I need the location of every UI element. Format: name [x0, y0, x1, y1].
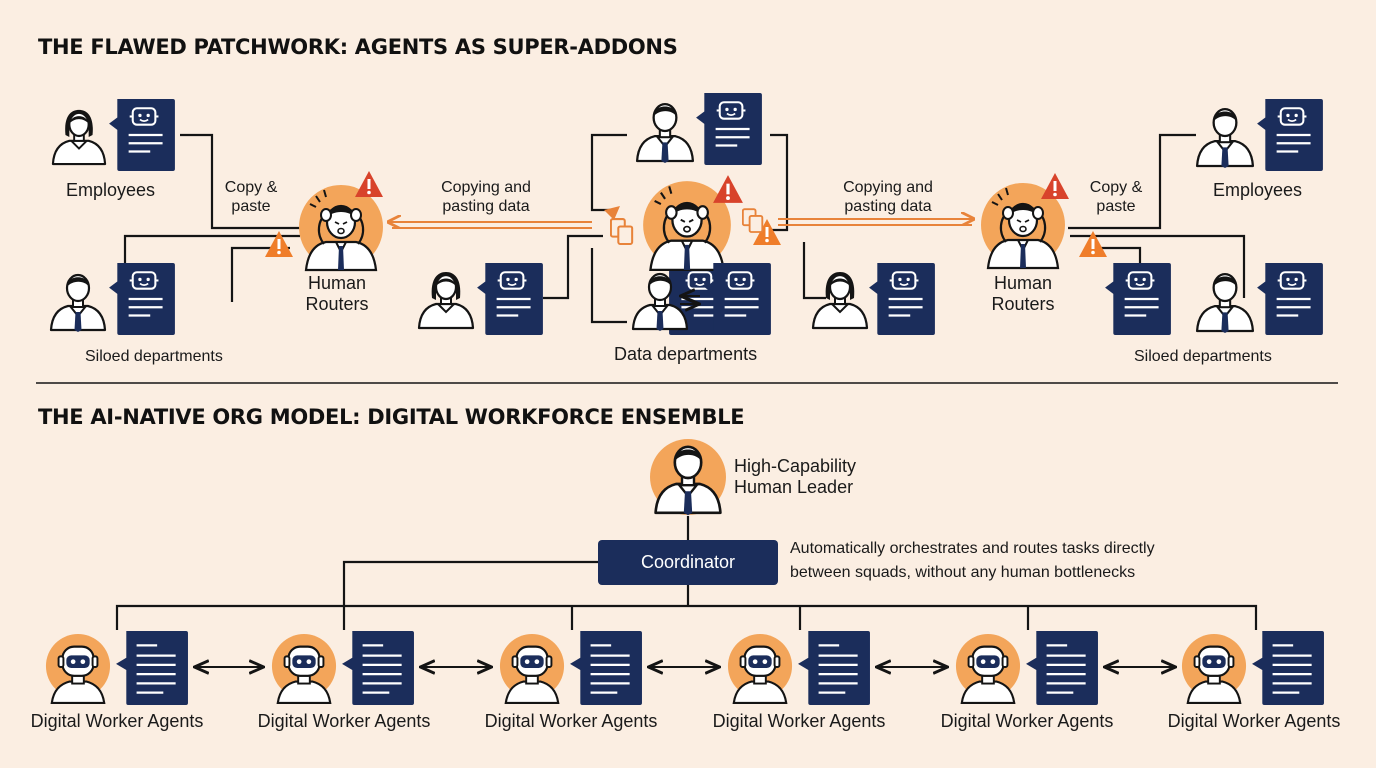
robot-agent-icon	[954, 632, 1022, 704]
robot-chat-icon	[1256, 263, 1324, 335]
agent-label: Digital Worker Agents	[257, 711, 431, 731]
warning-icon	[1041, 173, 1069, 199]
document-icon	[1252, 631, 1324, 705]
employee-person-icon	[1195, 107, 1255, 170]
robot-chat-icon	[108, 263, 176, 335]
robot-agent-icon	[270, 632, 338, 704]
stressed-router-icon	[297, 183, 385, 272]
siloed-departments-label-left: Siloed departments	[85, 348, 223, 365]
employee-person-icon	[51, 108, 107, 166]
warning-icon	[713, 175, 743, 203]
siloed-person-icon	[49, 273, 107, 334]
employees-label-left: Employees	[66, 180, 156, 200]
robot-chat-icon	[704, 263, 772, 335]
document-icon	[116, 631, 188, 705]
copy-icon	[742, 208, 764, 233]
agent-label: Digital Worker Agents	[712, 711, 886, 731]
copy-icon	[610, 218, 634, 246]
org-connectors	[115, 516, 1258, 630]
robot-agent-icon	[1180, 632, 1248, 704]
agent-label: Digital Worker Agents	[30, 711, 204, 731]
document-icon	[570, 631, 642, 705]
robot-chat-icon	[1256, 99, 1324, 171]
robot-agent-icon	[44, 632, 112, 704]
data-person-icon	[417, 270, 475, 330]
agent-label: Digital Worker Agents	[940, 711, 1114, 731]
exchange-arrows-icon	[680, 296, 700, 304]
siloed-departments-label-right: Siloed departments	[1134, 348, 1272, 365]
copy-paste-label-right: Copy &paste	[1089, 179, 1143, 215]
top-section-title: THE FLAWED PATCHWORK: AGENTS AS SUPER-AD…	[38, 35, 678, 59]
document-icon	[1026, 631, 1098, 705]
robot-chat-icon	[476, 263, 544, 335]
agent-label: Digital Worker Agents	[484, 711, 658, 731]
robot-chat-icon	[695, 93, 763, 165]
warning-icon	[355, 171, 383, 197]
coordinator-note: Automatically orchestrates and routes ta…	[790, 540, 1155, 581]
data-person-icon	[811, 270, 869, 330]
robot-chat-icon	[108, 99, 176, 171]
employees-label-right: Employees	[1213, 180, 1303, 200]
copy-paste-label-left: Copy &paste	[224, 179, 278, 215]
robot-chat-icon	[868, 263, 936, 335]
document-icon	[342, 631, 414, 705]
copy-icon	[604, 206, 620, 220]
coordinator-label: Coordinator	[640, 552, 736, 572]
copy-arrows	[390, 219, 972, 229]
coordinator-box: Coordinator	[598, 540, 778, 585]
data-person-icon	[635, 102, 695, 165]
robot-agent-icon	[498, 632, 566, 704]
data-departments-label: Data departments	[614, 344, 758, 364]
document-icon	[798, 631, 870, 705]
agent-label: Digital Worker Agents	[1167, 711, 1341, 731]
robot-chat-icon	[1104, 263, 1172, 335]
bottom-section-title: THE AI-NATIVE ORG MODEL: DIGITAL WORKFOR…	[38, 405, 745, 429]
robot-agent-icon	[726, 632, 794, 704]
